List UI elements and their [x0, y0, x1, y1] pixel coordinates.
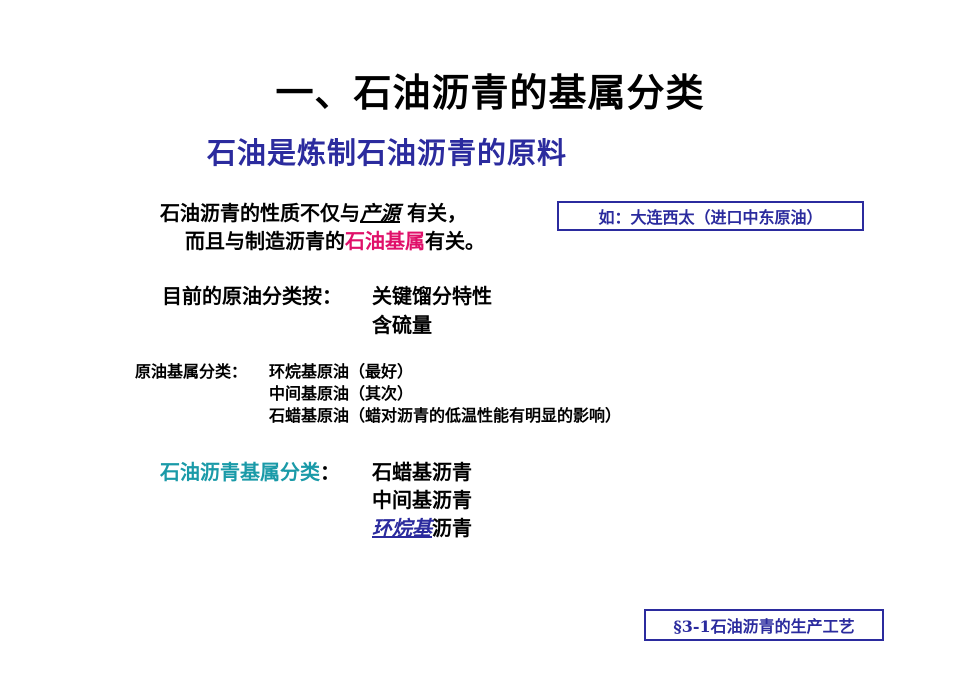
asphalt-class-item: 石蜡基沥青	[372, 460, 472, 484]
asphalt-class-item3-rest: 沥青	[432, 516, 472, 540]
subtitle: 石油是炼制石油沥青的原料	[207, 136, 568, 170]
section-footer-label: §3-1石油沥青的生产工艺	[644, 609, 884, 641]
para1-line2-pre: 而且与制造沥青的	[185, 229, 345, 253]
asphalt-classes-label-text: 石油沥青基属分类	[160, 460, 320, 484]
para1-line1: 石油沥青的性质不仅与产源 有关，	[160, 197, 467, 226]
crude-class-item: 中间基原油（其次）	[269, 384, 414, 403]
asphalt-class-item: 环烷基沥青	[372, 512, 472, 541]
crude-classes-label: 原油基属分类：	[135, 362, 248, 381]
para1-line2-post: 有关。	[425, 229, 485, 253]
classify-basis-item: 关键馏分特性	[372, 284, 492, 308]
para1-line2: 而且与制造沥青的石油基属有关。	[185, 225, 485, 254]
asphalt-class-item: 中间基沥青	[372, 488, 472, 512]
para1-line2-emphasis: 石油基属	[345, 229, 425, 253]
classify-basis-label: 目前的原油分类按：	[162, 284, 342, 308]
classify-basis-item: 含硫量	[372, 313, 432, 337]
crude-class-item: 环烷基原油（最好）	[269, 362, 414, 381]
asphalt-classes-colon: ：	[320, 460, 340, 484]
example-note-box: 如：大连西太（进口中东原油）	[557, 201, 864, 231]
page-title: 一、石油沥青的基属分类	[275, 70, 705, 115]
asphalt-classes-label: 石油沥青基属分类：	[160, 456, 340, 485]
crude-class-item: 石蜡基原油（蜡对沥青的低温性能有明显的影响）	[269, 406, 622, 425]
para1-line1-pre: 石油沥青的性质不仅与	[160, 201, 360, 225]
para1-line1-post: 有关，	[400, 201, 467, 225]
asphalt-class-item3-emphasis: 环烷基	[372, 516, 432, 540]
para1-line1-emphasis: 产源	[360, 201, 400, 225]
